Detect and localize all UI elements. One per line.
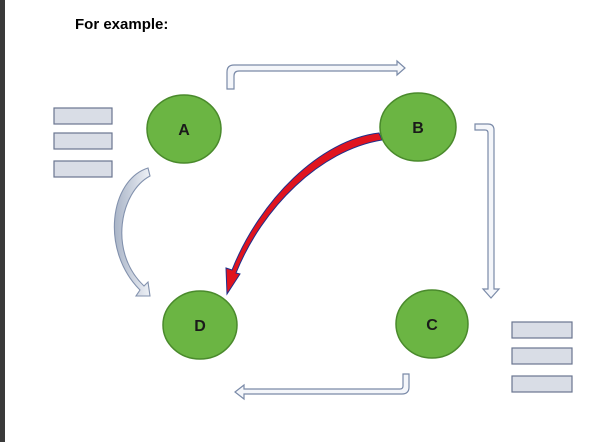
arrow-c-to-d: [234, 373, 410, 401]
node-d-label: D: [194, 318, 206, 335]
slot: [511, 321, 573, 339]
node-c: C: [395, 289, 469, 359]
slot: [511, 347, 573, 365]
slot: [53, 107, 113, 125]
arrow-a-to-d: [113, 167, 151, 297]
node-d: D: [162, 290, 238, 360]
node-b: B: [379, 92, 457, 162]
left-border: [0, 0, 5, 442]
node-a-label: A: [178, 122, 190, 139]
slot: [511, 375, 573, 393]
slot-stack-left: [53, 107, 113, 178]
node-b-label: B: [412, 120, 424, 137]
slot-stack-right: [511, 321, 573, 393]
slot: [53, 160, 113, 178]
arrow-a-to-b: [226, 59, 406, 90]
node-a: A: [146, 94, 222, 164]
arrow-b-to-c: [474, 123, 501, 299]
slot: [53, 132, 113, 150]
heading: For example:: [75, 16, 169, 33]
node-c-label: C: [426, 317, 438, 334]
highlight-arrow-b-to-d: [225, 132, 383, 296]
